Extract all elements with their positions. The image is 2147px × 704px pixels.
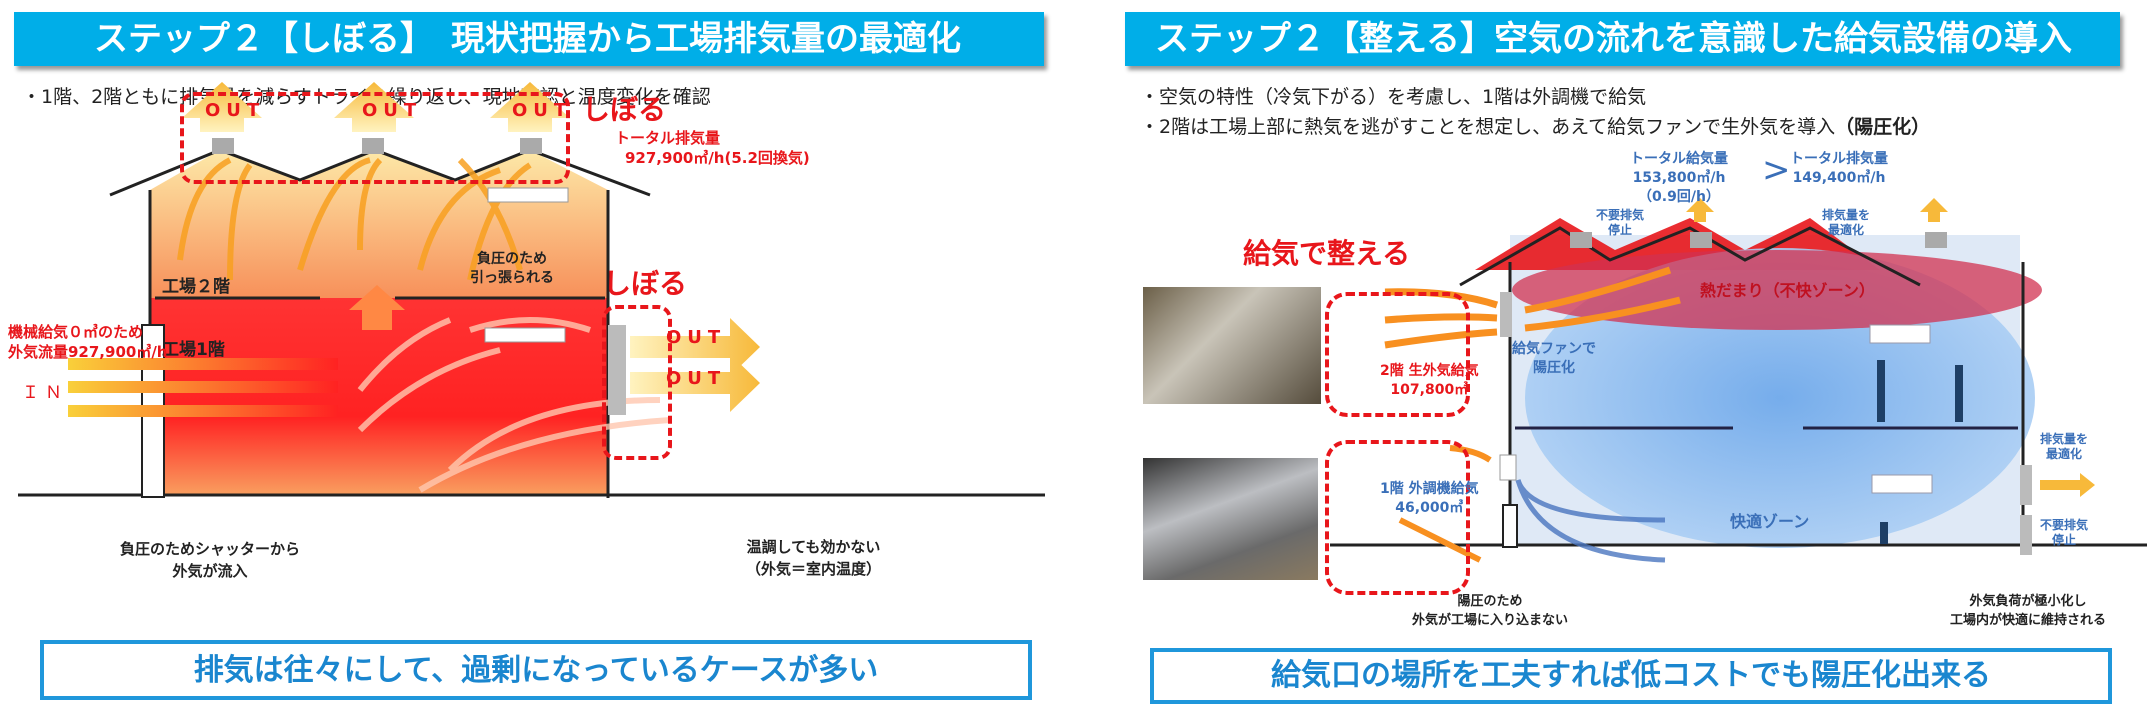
floor2-area bbox=[150, 150, 608, 298]
shiboru-label: しぼる bbox=[582, 93, 667, 126]
wall-exhaust-arrows bbox=[608, 318, 760, 415]
right-summary-box: 給気口の場所を工夫すれば低コストでも陽圧化出来る bbox=[1150, 648, 2112, 704]
floor1-supply-box bbox=[1325, 440, 1470, 595]
wall-shiboru-box bbox=[602, 305, 672, 460]
shiboru-label: しぼる bbox=[603, 267, 688, 300]
mech-supply-note: 機械給気０㎥のため外気流量927,900㎥/h bbox=[8, 323, 168, 361]
supply-heading: 給気で整える bbox=[1243, 237, 1411, 270]
temp-caption: 温調しても効かない（外気＝室内温度） bbox=[746, 538, 882, 578]
out-label: OUT bbox=[666, 327, 727, 348]
outdoor-ac-unit bbox=[1499, 454, 1517, 481]
right-building-diagram bbox=[1330, 198, 2147, 563]
roof-stop-note: 不要排気停止 bbox=[1596, 208, 1645, 237]
wall-optimize-note: 排気量を最適化 bbox=[2040, 432, 2089, 461]
outdoor-ac-duct-photo bbox=[1143, 458, 1318, 580]
worker-silhouettes bbox=[1877, 360, 1963, 544]
wall-exhaust-arrow bbox=[2040, 473, 2095, 497]
floor1-air-arrows bbox=[357, 317, 671, 493]
right-bullet-2: ・2階は工場上部に熱気を逃がすことを想定し、あえて給気ファンで生外気を導入（陽圧… bbox=[1140, 116, 1931, 138]
roof-shiboru-box bbox=[180, 92, 570, 184]
floor1-label: 工場1階 bbox=[162, 340, 225, 360]
total-exhaust-value: 927,900㎥/h(5.2回換気) bbox=[625, 149, 810, 167]
roof-fans bbox=[1570, 232, 1947, 248]
up-arrow bbox=[349, 285, 405, 330]
left-title: ステップ２【しぼる】 現状把握から工場排気量の最適化 bbox=[14, 12, 1044, 66]
out-label: OUT bbox=[362, 100, 423, 121]
roof-optimize-note: 排気量を最適化 bbox=[1822, 208, 1871, 237]
comfort-caption: 外気負荷が極小化し工場内が快適に維持される bbox=[1950, 594, 2107, 628]
roof-exhaust-fans bbox=[182, 82, 570, 154]
positive-pressure-caption: 陽圧のため外気が工場に入り込まない bbox=[1412, 594, 1569, 628]
left-summary-box: 排気は往々にして、過剰になっているケースが多い bbox=[40, 640, 1032, 700]
wall-stop-note: 不要排気停止 bbox=[2040, 518, 2089, 547]
right-title: ステップ２【整える】空気の流れを意識した給気設備の導入 bbox=[1125, 12, 2120, 66]
roof-line bbox=[1459, 226, 1921, 287]
negative-pressure-note: 負圧のため引っ張られる bbox=[470, 251, 554, 286]
bullet-bold: （陽圧化） bbox=[1835, 116, 1931, 138]
out-label: OUT bbox=[205, 100, 266, 121]
total-exhaust-label: トータル排気量 bbox=[615, 129, 721, 147]
right-bullet-1: ・空気の特性（冷気下がる）を考慮し、1階は外調機で給気 bbox=[1140, 86, 1647, 108]
floor2-supply-box bbox=[1325, 292, 1470, 417]
heat-zone-label: 熱だまり（不快ゾーン） bbox=[1700, 281, 1875, 300]
out-label: OUT bbox=[666, 368, 727, 389]
floor2-air-arrows bbox=[177, 157, 532, 281]
floor2-label: 工場２階 bbox=[162, 277, 230, 297]
comfort-zone-label: 快適ゾーン bbox=[1730, 512, 1810, 531]
floor1-inlet-arrows bbox=[68, 358, 338, 417]
supply-fan bbox=[1500, 292, 1512, 337]
shutter-caption: 負圧のためシャッターから外気が流入 bbox=[120, 540, 301, 580]
roof-up-arrows bbox=[1686, 198, 1948, 222]
fan-pressurize-label: 給気ファンで陽圧化 bbox=[1512, 341, 1596, 376]
left-building-diagram bbox=[18, 82, 1045, 498]
in-label: ＩＮ bbox=[22, 383, 68, 403]
supply-fan-photo bbox=[1143, 287, 1321, 404]
aircon-unit bbox=[484, 327, 566, 343]
out-label: OUT bbox=[512, 100, 573, 121]
ac-supply-arrows bbox=[1515, 479, 1666, 563]
greater-than-sign: > bbox=[1762, 150, 1791, 190]
